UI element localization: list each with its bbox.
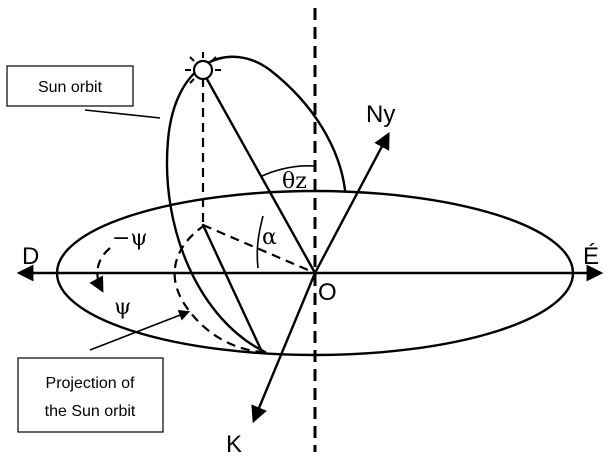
sun-orbit-box	[6, 65, 134, 107]
neg-psi-label: −ψ	[112, 226, 148, 251]
neg-psi-arc	[89, 247, 111, 293]
north-label: Ny	[366, 101, 395, 128]
sun-orbit	[165, 55, 347, 354]
north-axis	[313, 132, 390, 275]
east-label: É	[583, 243, 599, 270]
sun-icon	[185, 52, 221, 84]
altitude-label: α	[262, 225, 277, 250]
origin-label: O	[318, 279, 337, 306]
sun-orbit-leader	[84, 109, 161, 119]
psi-label: ψ	[114, 295, 131, 320]
altitude-arc	[256, 215, 264, 269]
west-label: D	[22, 243, 39, 270]
zenith-angle-label: θz	[282, 169, 307, 194]
sun-orbit-projection	[173, 224, 263, 354]
sun-orbit-label: Sun orbit	[38, 79, 103, 96]
south-axis	[251, 271, 317, 424]
zenith-arc	[261, 165, 316, 177]
projection-leader	[89, 310, 191, 351]
projection-label-line2: the Sun orbit	[45, 403, 136, 420]
sun-projection-line	[202, 223, 316, 275]
orbit-chord	[201, 223, 264, 354]
south-label: K	[226, 431, 242, 456]
projection-label-line1: Projection of	[46, 375, 135, 392]
sun-ray	[201, 70, 317, 275]
projection-box	[17, 357, 164, 433]
